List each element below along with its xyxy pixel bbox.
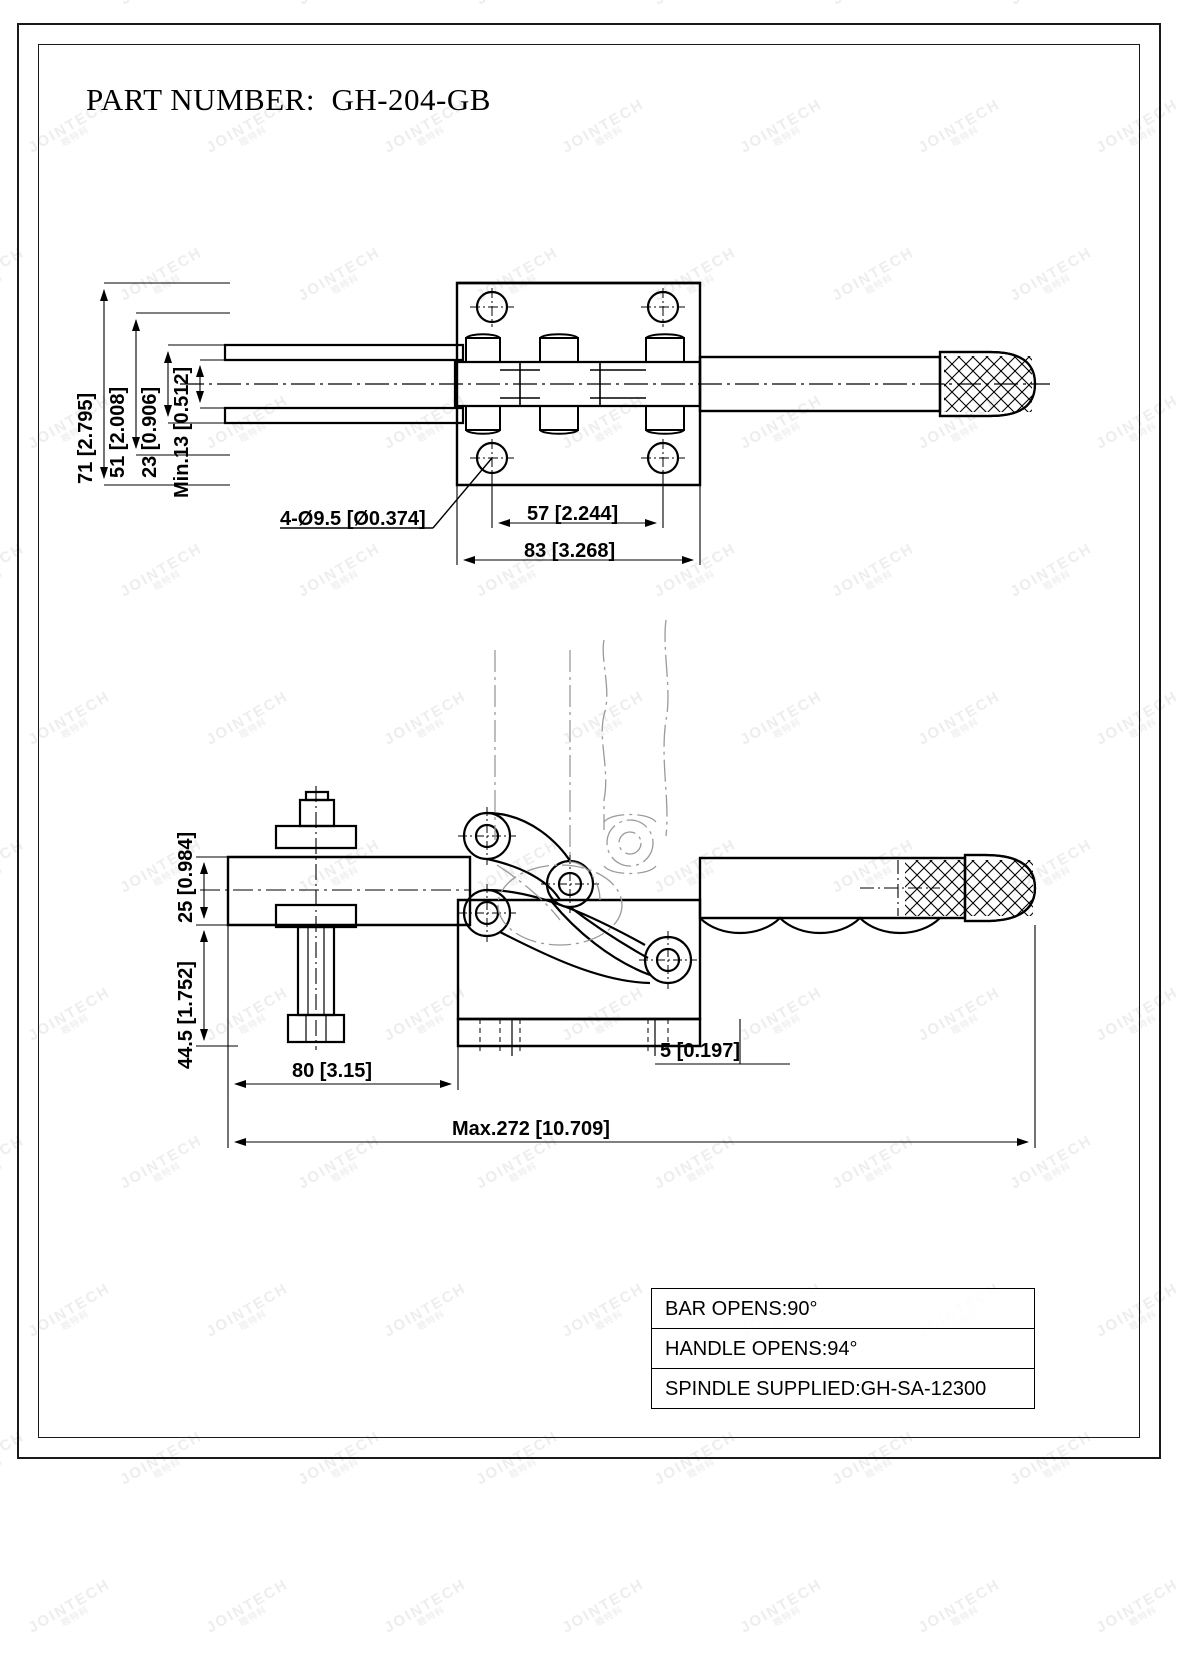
dimension-23: 23 [0.906] <box>139 386 161 478</box>
dimension-51: 51 [2.008] <box>107 386 129 478</box>
page-title: PART NUMBER: GH-204-GB <box>86 82 491 117</box>
dimension-57: 57 [2.244] <box>527 503 619 525</box>
dimension-80: 80 [3.15] <box>292 1060 373 1082</box>
inner-border <box>38 44 1140 1438</box>
info-row-bar-opens: BAR OPENS:90° <box>652 1289 1034 1329</box>
dimension-4-holes: 4-Ø9.5 [Ø0.374] <box>280 508 426 530</box>
info-row-handle-opens: HANDLE OPENS:94° <box>652 1329 1034 1369</box>
info-row-spindle-supplied: SPINDLE SUPPLIED:GH-SA-12300 <box>652 1369 1034 1409</box>
info-table: BAR OPENS:90° HANDLE OPENS:94° SPINDLE S… <box>651 1288 1035 1409</box>
dimension-5: 5 [0.197] <box>660 1040 741 1062</box>
outer-border <box>17 23 1161 1459</box>
dimension-71: 71 [2.795] <box>75 392 97 484</box>
dimension-25: 25 [0.984] <box>175 831 197 923</box>
dimension-min-13: Min.13 [0.512] <box>171 366 193 498</box>
dimension-max-272: Max.272 [10.709] <box>452 1118 610 1140</box>
dimension-83: 83 [3.268] <box>524 540 616 562</box>
dimension-44-5: 44.5 [1.752] <box>175 961 197 1069</box>
